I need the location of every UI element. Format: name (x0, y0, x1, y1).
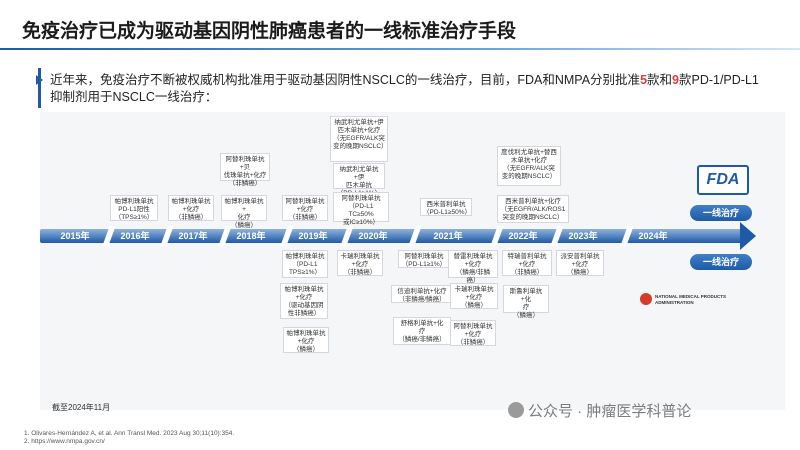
nmpa-approval-card: 帕博利珠单抗+化疗（驱动基因阴性非鳞癌） (280, 283, 328, 319)
reference-2: 2. https://www.nmpa.gov.cn/ (24, 438, 105, 445)
nmpa-approval-card: 替雷利珠单抗+化疗（鳞癌/非鳞癌） (448, 250, 498, 284)
triangle-bullet-icon (36, 75, 43, 85)
watermark: 公众号 · 肿瘤医学科普论 (528, 403, 692, 420)
intro-text-a: 近年来，免疫治疗不断被权威机构批准用于驱动基因阴性NSCLC的一线治疗，目前，F… (50, 73, 641, 87)
intro-text-b: 款和 (647, 73, 673, 87)
references: 1. Olivares-Hernández A, et al. Ann Tran… (24, 430, 234, 446)
year-label: 2022年 (508, 231, 538, 241)
intro-paragraph: 近年来，免疫治疗不断被权威机构批准用于驱动基因阴性NSCLC的一线治疗，目前，F… (36, 72, 770, 106)
nmpa-logo: NATIONAL MEDICAL PRODUCTS ADMINISTRATION (640, 293, 752, 307)
nmpa-approval-card: 信迪利单抗+化疗（非鳞癌/鳞癌） (391, 285, 453, 303)
fda-approval-card: 阿替利珠单抗+贝伐珠单抗+化疗（非鳞癌） (220, 153, 270, 187)
fda-logo: FDA (697, 165, 749, 195)
fda-approval-card: 纳武利尤单抗+伊匹木单抗+化疗（无EGFR/ALK突变的晚期NSCLC） (330, 116, 388, 162)
nmpa-approval-card: 卡瑞利珠单抗+化疗（非鳞癌） (337, 250, 383, 276)
year-label: 2024年 (638, 231, 668, 241)
wechat-icon (508, 402, 524, 418)
page-title: 免疫治疗已成为驱动基因阴性肺癌患者的一线标准治疗手段 (22, 21, 517, 42)
fda-approval-card: 帕博利珠单抗+化疗（鳞癌） (221, 195, 267, 229)
nmpa-approval-card: 卡瑞利珠单抗+化疗（鳞癌） (450, 283, 498, 309)
year-label: 2023年 (568, 231, 598, 241)
nmpa-approval-card: 阿替利珠单抗（PD-L1≥1%） (398, 250, 450, 268)
reference-1: 1. Olivares-Hernández A, et al. Ann Tran… (24, 430, 235, 437)
as-of-date: 截至2024年11月 (52, 403, 111, 412)
intro-accent-bar (38, 68, 41, 108)
nmpa-seal-icon (640, 293, 652, 305)
nmpa-approval-card: 阿替利珠单抗+化疗（非鳞癌） (450, 320, 496, 346)
fda-approval-card: 度伐利尤单抗+替西木单抗+化疗（无EGFR/ALK突变的晚期NSCLC） (497, 146, 561, 186)
nmpa-first-line-badge: 一线治疗 (690, 254, 752, 270)
nmpa-approval-card: 特瑞普利单抗+化疗（非鳞癌） (502, 250, 552, 276)
nmpa-approval-card: 舒格利单抗+化疗（鳞癌/非鳞癌） (393, 317, 451, 345)
fda-approval-card: 西米普利单抗（PD-L1≥50%） (420, 198, 472, 216)
year-label: 2017年 (178, 231, 208, 241)
year-label: 2018年 (236, 231, 266, 241)
fda-approval-card: 帕博利珠单抗+化疗（非鳞癌） (168, 195, 214, 221)
nmpa-name: NATIONAL MEDICAL PRODUCTS ADMINISTRATION (655, 294, 727, 305)
year-label: 2020年 (358, 231, 388, 241)
fda-approval-card: 阿替利珠单抗+化疗（非鳞癌） (282, 195, 328, 221)
fda-approval-card: 阿替利珠单抗（PD-L1 TC≥50%或IC≥10%） (333, 192, 389, 226)
year-label: 2016年 (120, 231, 150, 241)
timeline-arrow-icon (740, 222, 756, 250)
fda-first-line-badge: 一线治疗 (690, 205, 752, 221)
nmpa-approval-card: 派安普利单抗+化疗（鳞癌） (556, 250, 604, 276)
intro-text-c: 款PD-1/PD-L1抑制剂用于NSCLC一线治疗： (50, 73, 759, 104)
year-label: 2015年 (60, 231, 90, 241)
timeline-axis (40, 229, 745, 243)
nmpa-count: 9 (672, 73, 679, 87)
fda-count: 5 (640, 73, 648, 87)
title-divider (0, 48, 800, 50)
nmpa-approval-card: 斯鲁利单抗+化疗（鳞癌） (503, 285, 549, 319)
year-label: 2021年 (433, 231, 463, 241)
nmpa-approval-card: 帕博利珠单抗+化疗（鳞癌） (283, 327, 329, 353)
year-label: 2019年 (298, 231, 328, 241)
